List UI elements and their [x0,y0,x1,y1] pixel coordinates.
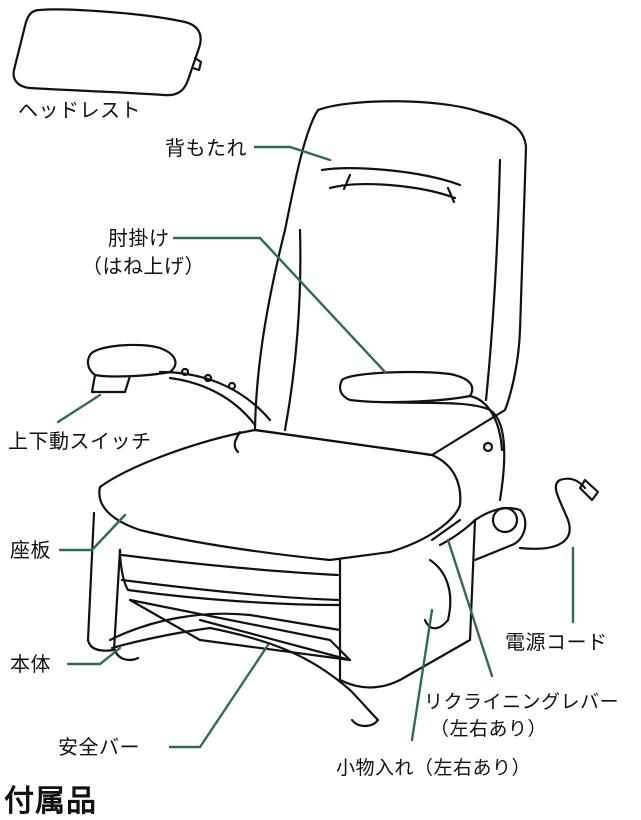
leader-seat-board [58,513,127,552]
leader-storage-pocket [410,608,434,742]
leader-lift-switch [56,393,102,424]
label-body: 本体 [10,652,51,676]
label-backrest: 背もたれ [165,136,247,160]
label-armrest-note: （はね上げ） [82,254,205,278]
left-armrest [86,343,272,427]
recliner-chair-illustration [12,8,600,749]
seat-cushion [98,428,462,562]
label-recline-lever-note: （左右あり） [430,718,548,740]
leader-backrest [253,145,332,162]
leader-body [66,646,122,666]
label-seat-board: 座板 [10,538,51,562]
label-storage-pocket: 小物入れ（左右あり） [336,757,532,779]
leader-armrest [172,236,387,374]
leader-safety-bar [168,643,270,749]
label-armrest: 肘掛け [108,226,170,250]
base-frame [108,598,380,728]
power-cord [518,477,600,550]
backrest [253,100,528,457]
right-armrest [339,370,506,502]
section-heading: 付属品 [4,784,97,819]
label-lift-switch: 上下動スイッチ [8,429,152,453]
label-power-cord: 電源コード [505,630,608,654]
headrest-cushion [12,8,203,97]
label-safety-bar: 安全バー [58,735,140,759]
label-headrest: ヘッドレスト [18,98,141,122]
label-recline-lever: リクライニングレバー [424,691,620,713]
leader-recline-lever [446,538,494,678]
